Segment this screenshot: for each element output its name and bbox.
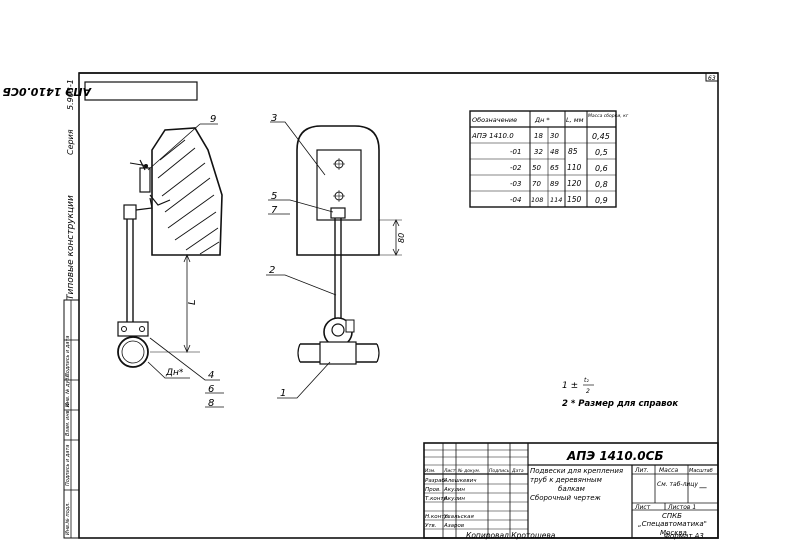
footer-format: Формат А3 bbox=[664, 532, 704, 540]
mass-value: См. таб-лицу bbox=[657, 481, 698, 488]
spec-row-4-designation: -04 bbox=[510, 196, 521, 204]
spec-row-2-dn-min: 50 bbox=[532, 164, 541, 172]
callout-3: 3 bbox=[271, 113, 277, 124]
spec-row-4-L: 150 bbox=[567, 195, 582, 204]
spec-row-2-mass: 0,6 bbox=[595, 164, 608, 173]
side-view-drawing bbox=[117, 123, 224, 408]
left-strip: Инв.№ подл. Подпись и дата Взам. инв. № … bbox=[63, 299, 80, 539]
role-0: Разраб. bbox=[425, 478, 447, 484]
spec-row-0-dn-max: 30 bbox=[550, 132, 559, 140]
note-1-denominator: 2 bbox=[586, 388, 590, 395]
sheet-label: Лист bbox=[634, 504, 651, 511]
hdr-list: Лист bbox=[443, 468, 456, 474]
role-1: Пров. bbox=[425, 487, 441, 493]
col-mass: Масса bbox=[659, 467, 678, 474]
spec-row-4-mass: 0,9 bbox=[595, 196, 608, 205]
spec-row-3-dn-min: 70 bbox=[532, 180, 541, 188]
hdr-date: Дата bbox=[511, 468, 524, 474]
spec-row-1-mass: 0,5 bbox=[595, 148, 608, 157]
name-2: Акулин bbox=[443, 496, 465, 502]
spec-row-1-designation: -01 bbox=[510, 148, 521, 156]
spec-header-mass: Масса сборки, кг bbox=[588, 113, 629, 119]
page-number: 63 bbox=[708, 75, 716, 82]
spec-row-0-dn-min: 18 bbox=[534, 132, 543, 140]
strip-label-0: Инв.№ подл. bbox=[65, 502, 71, 535]
spec-row-2-designation: -02 bbox=[510, 164, 522, 172]
spec-row-0-mass: 0,45 bbox=[592, 132, 610, 141]
spec-table bbox=[469, 110, 617, 208]
scale-value: — bbox=[699, 483, 707, 492]
rotated-code-box bbox=[84, 81, 198, 101]
spec-header-L: L, мм bbox=[566, 116, 584, 124]
title-desc-1: Подвески для крепления bbox=[530, 467, 623, 475]
org-line-3: Москва bbox=[660, 529, 687, 537]
front-view-drawing bbox=[266, 121, 402, 399]
hdr-sign: Подпись bbox=[489, 468, 510, 474]
callout-7: 7 bbox=[271, 205, 278, 216]
strip-label-1: Подпись и дата bbox=[65, 445, 71, 486]
title-code: АПЭ 1410.0СБ bbox=[566, 449, 664, 463]
spec-header-designation: Обозначение bbox=[472, 116, 517, 124]
name-0: Алешкевич bbox=[443, 478, 477, 484]
callout-1: 1 bbox=[280, 388, 286, 399]
name-5: Азаров bbox=[443, 523, 464, 529]
name-4: Ухальская bbox=[444, 514, 474, 520]
spec-row-4-dn-max: 114 bbox=[550, 196, 562, 204]
hdr-doc: № докум. bbox=[457, 468, 480, 474]
org-line-1: СПКБ bbox=[662, 512, 682, 520]
spec-row-0-designation: АПЭ 1410.0 bbox=[471, 132, 514, 140]
spec-row-2-L: 110 bbox=[567, 163, 582, 172]
name-1: Акулин bbox=[443, 487, 465, 493]
side-title: Типовые конструкции bbox=[66, 195, 76, 300]
note-1: 1 ± bbox=[562, 381, 578, 391]
series-number: 5.903-1 bbox=[66, 79, 75, 110]
title-desc-4: Сборочный чертеж bbox=[530, 494, 601, 502]
strip-label-3: Инв. № дубл. bbox=[65, 373, 71, 407]
title-desc-3: балкам bbox=[558, 485, 586, 493]
sheets-label: Листов 1 bbox=[667, 504, 696, 511]
spec-row-3-L: 120 bbox=[567, 179, 582, 188]
rotated-code: АПЭ 1410.0СБ bbox=[2, 85, 92, 98]
series-label: Серия bbox=[66, 129, 75, 155]
role-2: Т.контр. bbox=[425, 496, 449, 502]
spec-row-1-dn-max: 48 bbox=[550, 148, 559, 156]
callout-5: 5 bbox=[271, 191, 277, 202]
dim-L: L bbox=[187, 299, 198, 305]
spec-header-dn: Дн * bbox=[534, 116, 550, 124]
col-lit: Лит. bbox=[634, 467, 649, 474]
callout-2: 2 bbox=[269, 265, 275, 276]
org-line-2: „Спецавтоматика" bbox=[638, 520, 707, 528]
spec-row-3-designation: -03 bbox=[510, 180, 521, 188]
dim-80: 80 bbox=[397, 233, 406, 243]
spec-row-2-dn-max: 65 bbox=[550, 164, 559, 172]
spec-row-3-mass: 0,8 bbox=[595, 180, 608, 189]
note-2: 2 * Размер для справок bbox=[562, 399, 678, 409]
title-block bbox=[423, 442, 719, 539]
footer-copied: Копировал Кротошева bbox=[466, 531, 556, 540]
hdr-izm: Изм. bbox=[425, 468, 436, 474]
role-5: Утв. bbox=[425, 523, 437, 529]
spec-row-1-dn-min: 32 bbox=[534, 148, 543, 156]
spec-row-3-dn-max: 89 bbox=[550, 180, 559, 188]
role-4: Н.контр. bbox=[425, 514, 450, 520]
spec-row-4-dn-min: 108 bbox=[531, 196, 543, 204]
col-scale: Масштаб bbox=[689, 468, 713, 474]
callout-4: 4 bbox=[208, 370, 214, 381]
note-1-numerator: t₂ bbox=[584, 377, 589, 384]
callout-8: 8 bbox=[208, 398, 214, 409]
title-desc-2: труб к деревянным bbox=[530, 476, 603, 484]
strip-label-4: Подпись и дата bbox=[65, 336, 71, 377]
dim-dn: Дн* bbox=[165, 368, 184, 378]
spec-row-0-L: 85 bbox=[568, 147, 578, 156]
callout-6: 6 bbox=[208, 384, 214, 395]
strip-label-2: Взам. инв. № bbox=[65, 402, 71, 436]
callout-9: 9 bbox=[210, 114, 216, 125]
